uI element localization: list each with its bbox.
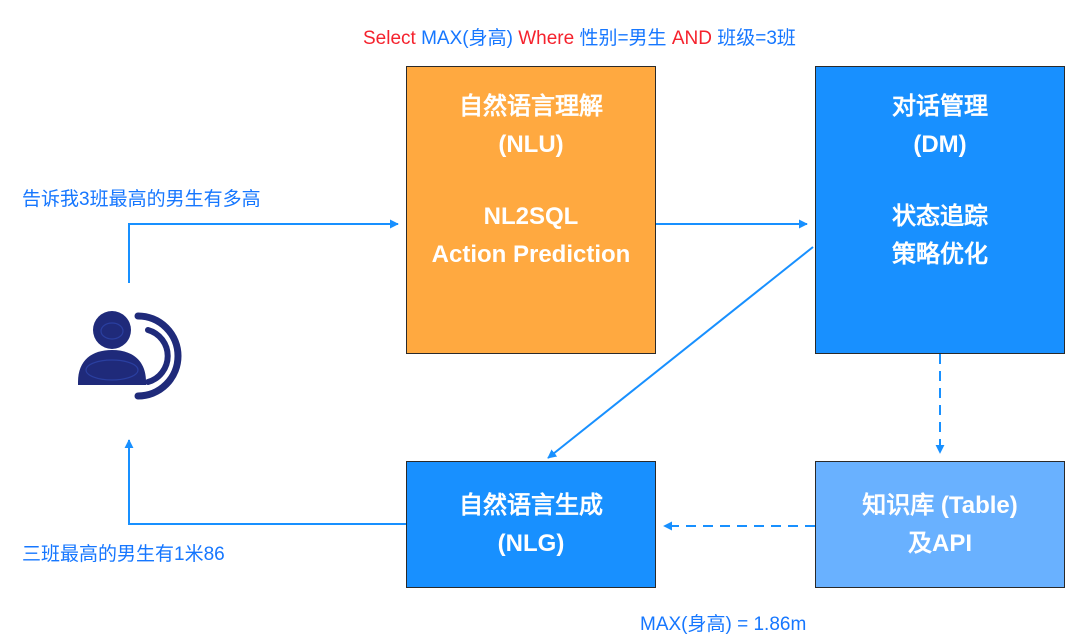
nlu-title: 自然语言理解: [459, 93, 603, 120]
dm-abbreviation: (DM): [913, 131, 967, 158]
nlg-abbreviation: (NLG): [497, 529, 565, 557]
sql-select-keyword: Select: [363, 28, 416, 49]
nlu-task-action-prediction: Action Prediction: [431, 241, 631, 268]
sql-and-keyword: AND: [671, 28, 712, 49]
query-result-label: MAX(身高) = 1.86m: [640, 614, 807, 635]
sql-query-label: Select MAX(身高) Where 性别=男生 AND 班级=3班: [363, 23, 796, 50]
arrow-dm-to-nlg: [547, 246, 814, 459]
sql-select-expression: MAX(身高): [421, 28, 513, 49]
dm-task-state-tracking: 状态追踪: [892, 203, 988, 230]
user-speaking-icon: [78, 311, 182, 400]
arrow-user-to-nlu: [128, 219, 399, 283]
system-answer-label: 三班最高的男生有1米86: [22, 544, 225, 565]
knowledge-base-box: 知识库 (Table) 及API: [815, 461, 1065, 588]
sql-condition-gender: 性别=男生: [579, 28, 667, 49]
arrow-nlg-to-user: [124, 439, 406, 525]
nlu-abbreviation: (NLU): [498, 131, 564, 158]
nlg-box: 自然语言生成 (NLG): [406, 461, 656, 588]
sql-where-keyword: Where: [518, 28, 575, 49]
sql-condition-class: 班级=3班: [717, 28, 796, 49]
nlg-title: 自然语言生成: [459, 491, 603, 519]
user-question-label: 告诉我3班最高的男生有多高: [22, 189, 261, 210]
dm-box: 对话管理 (DM) 状态追踪 策略优化: [815, 66, 1065, 354]
nlu-task-nl2sql: NL2SQL: [483, 203, 579, 230]
kb-title: 知识库 (Table): [862, 491, 1018, 519]
kb-subtitle: 及API: [907, 529, 972, 557]
dm-task-policy-optimization: 策略优化: [892, 241, 988, 268]
dm-title: 对话管理: [892, 93, 988, 120]
nlu-box: 自然语言理解 (NLU) NL2SQL Action Prediction: [406, 66, 656, 354]
